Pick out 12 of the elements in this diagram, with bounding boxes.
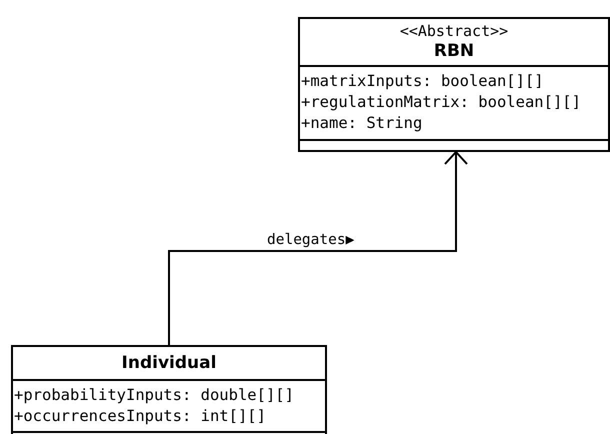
class-box xyxy=(11,345,327,434)
attribute-text: +occurrencesInputs: int[][] xyxy=(14,406,266,427)
attribute-text: +probabilityInputs: double[][] xyxy=(14,385,294,406)
class-name: RBN xyxy=(434,40,474,62)
class-box xyxy=(298,17,610,152)
attribute-text: +regulationMatrix: boolean[][] xyxy=(301,92,581,113)
attribute-text: +matrixInputs: boolean[][] xyxy=(301,71,544,92)
edge-label: delegates▶ xyxy=(266,232,356,248)
association-arrow xyxy=(168,151,468,345)
attribute-text: +name: String xyxy=(301,113,422,134)
class-name: Individual xyxy=(122,352,216,374)
stereotype-label: <<Abstract>> xyxy=(400,22,508,40)
